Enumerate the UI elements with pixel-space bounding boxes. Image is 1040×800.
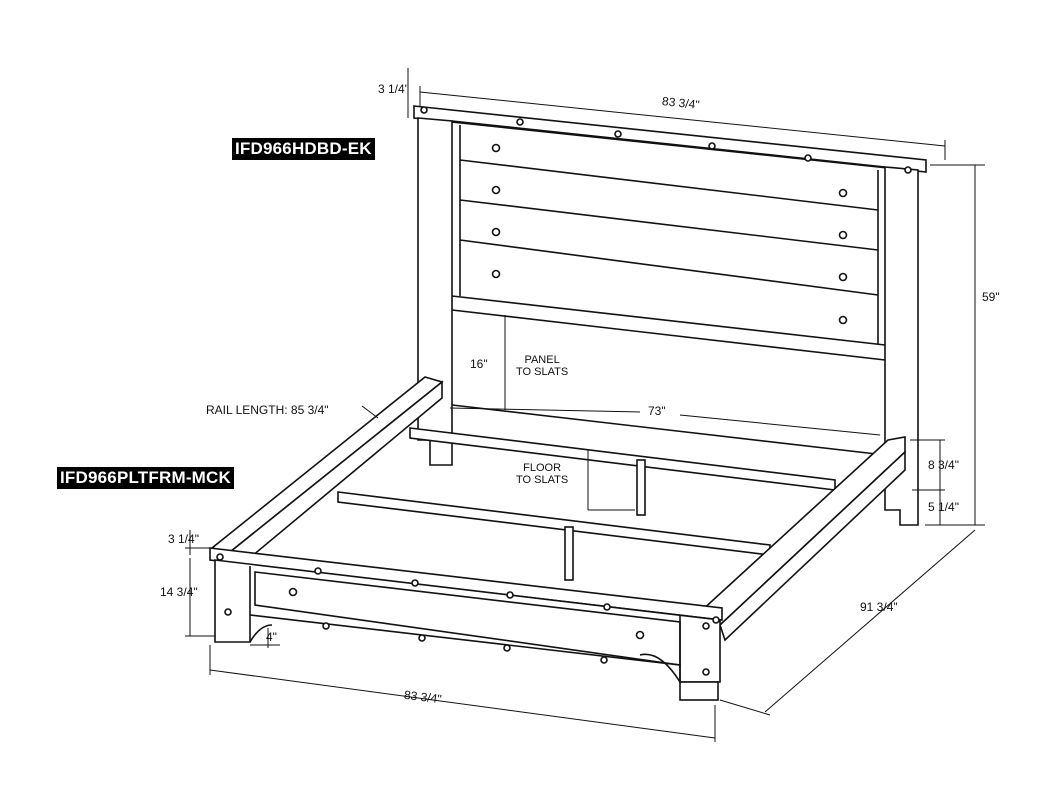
platform-model-tag: IFD966PLTFRM-MCK bbox=[57, 467, 234, 489]
cap-height-top-dim: 3 1/4" bbox=[378, 82, 409, 96]
cap-height-foot-dim: 3 1/4" bbox=[168, 532, 199, 546]
label-line: TO SLATS bbox=[516, 474, 569, 487]
rail-length-dim: RAIL LENGTH: 85 3/4" bbox=[206, 403, 329, 417]
slat-width-dim: 73" bbox=[648, 404, 666, 418]
panel-to-slats-dim: 16" bbox=[470, 357, 488, 371]
platform-frame bbox=[209, 376, 906, 701]
headboard bbox=[413, 105, 927, 526]
overall-length-dim: 91 3/4" bbox=[860, 600, 898, 614]
rail-clearance-dim: 5 1/4" bbox=[928, 500, 959, 514]
label-line: TO SLATS bbox=[516, 366, 569, 379]
label-line: PANEL bbox=[524, 354, 560, 366]
headboard-model-tag: IFD966HDBD-EK bbox=[232, 138, 375, 160]
dimension-lines bbox=[185, 68, 985, 742]
footboard-height-dim: 14 3/4" bbox=[160, 585, 198, 599]
label-line: FLOOR bbox=[523, 462, 562, 474]
headboard-height-dim: 59" bbox=[982, 290, 1000, 304]
leg-width-dim: 4" bbox=[266, 630, 277, 644]
side-rail-height-dim: 8 3/4" bbox=[928, 458, 959, 472]
